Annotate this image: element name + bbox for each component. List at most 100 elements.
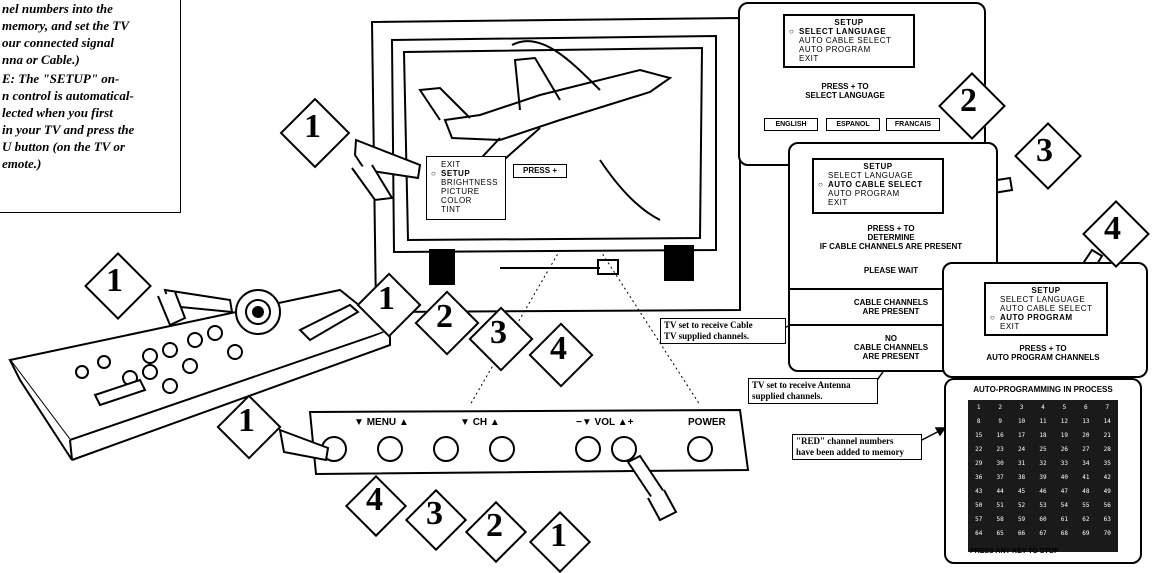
channel-number: 68 <box>1060 529 1069 537</box>
tv-menu-item[interactable]: COLOR <box>441 196 472 205</box>
panel-divider <box>789 324 993 326</box>
tv-menu-item[interactable]: BRIGHTNESS <box>441 178 499 187</box>
channel-number: 28 <box>1103 445 1111 453</box>
setup-menu-item-label: SELECT LANGUAGE <box>799 27 887 36</box>
hand-icon <box>626 454 678 522</box>
tv-menu-item[interactable]: TINT <box>441 205 461 214</box>
tv-menu-item-label: SETUP <box>441 169 471 178</box>
intro-line: U button (on the TV or <box>2 139 125 154</box>
channel-number: 21 <box>1103 431 1111 439</box>
setup-menu-item[interactable]: SELECT LANGUAGE <box>1000 295 1086 304</box>
channel-number: 18 <box>1039 431 1047 439</box>
step-number: 4 <box>1104 210 1121 247</box>
setup-menu-item[interactable]: EXIT <box>1000 322 1020 331</box>
setup-menu-item-selected[interactable]: ○SELECT LANGUAGE <box>785 27 913 36</box>
setup-menu-item-label: AUTO CABLE SELECT <box>828 180 923 189</box>
tv-menu-item[interactable]: EXIT <box>441 160 461 169</box>
message-line: CABLE CHANNELS <box>853 298 929 307</box>
setup-menu-title: SETUP <box>834 18 864 27</box>
channel-number: 12 <box>1060 417 1069 425</box>
channel-number: 61 <box>1060 515 1069 523</box>
channel-number: 60 <box>1039 515 1047 523</box>
step-number: 1 <box>238 402 255 439</box>
channel-number: 43 <box>975 487 983 495</box>
channel-number: 42 <box>1103 473 1111 481</box>
channel-number: 37 <box>996 473 1004 481</box>
menu-button-label: ▼ MENU ▲ <box>354 417 409 428</box>
setup-menu-title: SETUP <box>1031 286 1061 295</box>
caption-antenna: TV set to receive Antenna supplied chann… <box>748 378 878 404</box>
channel-number: 11 <box>1039 417 1047 425</box>
autoprogram-title: AUTO-PROGRAMMING IN PROCESS <box>973 385 1113 394</box>
intro-line: in your TV and press the <box>2 122 135 137</box>
channel-number: 50 <box>975 501 983 509</box>
setup-message: PRESS + TO SELECT LANGUAGE <box>760 82 930 100</box>
channel-number: 3 <box>1019 403 1024 411</box>
up-arrow-icon: ▲ <box>398 417 409 428</box>
setup-menu-item[interactable]: EXIT <box>799 54 819 63</box>
setup-menu-box: SETUP ○SELECT LANGUAGE AUTO CABLE SELECT… <box>783 14 915 68</box>
setup-menu-item[interactable]: AUTO CABLE SELECT <box>799 36 892 45</box>
setup-menu-item-selected[interactable]: ○AUTO PROGRAM <box>986 313 1106 322</box>
hand-icon <box>278 428 330 462</box>
intro-line: nna or Cable.) <box>2 52 80 67</box>
intro-line: E: The "SETUP" on- <box>2 71 120 86</box>
channel-number: 54 <box>1060 501 1069 509</box>
language-option-english[interactable]: ENGLISH <box>764 118 818 131</box>
channel-number: 63 <box>1103 515 1111 523</box>
tv-menu-item-selected[interactable]: ○SETUP <box>431 169 501 178</box>
caption-line: supplied channels. <box>752 391 823 401</box>
channel-number: 51 <box>996 501 1004 509</box>
step-number: 3 <box>1036 132 1053 169</box>
setup-menu-item[interactable]: SELECT LANGUAGE <box>828 171 914 180</box>
setup-menu-item-selected[interactable]: ○ AUTO CABLE SELECT <box>814 180 942 189</box>
intro-line: memory, and set the TV <box>2 18 129 33</box>
channel-number: 2 <box>998 403 1002 411</box>
remote-control <box>8 288 393 461</box>
channel-number: 65 <box>996 529 1004 537</box>
message-line: ARE PRESENT <box>862 352 920 361</box>
setup-menu-item[interactable]: AUTO PROGRAM <box>828 189 900 198</box>
channel-number: 47 <box>1060 487 1069 495</box>
language-option-espanol[interactable]: ESPANOL <box>826 118 880 131</box>
setup-menu-item[interactable]: AUTO PROGRAM <box>799 45 871 54</box>
dotted-guide <box>599 249 701 406</box>
language-option-francais[interactable]: FRANCAIS <box>886 118 940 131</box>
power-button-label: POWER <box>688 417 726 428</box>
channel-number: 35 <box>1103 459 1111 467</box>
setup-menu-item[interactable]: EXIT <box>828 198 848 207</box>
channel-number: 64 <box>975 529 983 537</box>
step-number: 4 <box>550 330 567 367</box>
hand-icon <box>351 138 422 202</box>
channel-number: 67 <box>1039 529 1047 537</box>
channel-number: 62 <box>1082 515 1090 523</box>
message-line: AUTO PROGRAM CHANNELS <box>986 353 1100 362</box>
ch-button-label: ▼ CH ▲ <box>460 417 500 428</box>
selection-bullet-icon: ○ <box>818 180 824 189</box>
intro-line: n control is automatical- <box>2 88 134 103</box>
setup-message: PRESS + TO DETERMINE IF CABLE CHANNELS A… <box>796 224 986 251</box>
setup-menu-item[interactable]: AUTO CABLE SELECT <box>1000 304 1093 313</box>
selection-bullet-icon: ○ <box>990 313 996 322</box>
message-line: IF CABLE CHANNELS ARE PRESENT <box>819 242 963 251</box>
channel-number: 1 <box>976 403 981 411</box>
vol-button-label: −▼ VOL ▲+ <box>576 417 634 428</box>
step-number: 4 <box>366 481 383 518</box>
setup-message: PRESS + TO AUTO PROGRAM CHANNELS <box>950 344 1136 362</box>
channel-number: 17 <box>1017 431 1026 439</box>
channel-number: 44 <box>996 487 1004 495</box>
channel-number: 22 <box>975 445 983 453</box>
down-arrow-icon: ▼ <box>581 417 592 428</box>
caption-line: TV set to receive Cable <box>664 320 753 330</box>
setup-menu-box: SETUP SELECT LANGUAGE ○AUTO CABLE SELECT… <box>812 158 944 214</box>
tv-menu-item[interactable]: PICTURE <box>441 187 480 196</box>
no-cable-text: NO CABLE CHANNELS ARE PRESENT <box>796 334 986 361</box>
up-arrow-icon: ▲ <box>617 417 628 428</box>
message-line: PRESS + TO <box>821 82 869 91</box>
message-line: NO <box>885 334 897 343</box>
intro-text: nel numbers into the memory, and set the… <box>0 0 180 172</box>
